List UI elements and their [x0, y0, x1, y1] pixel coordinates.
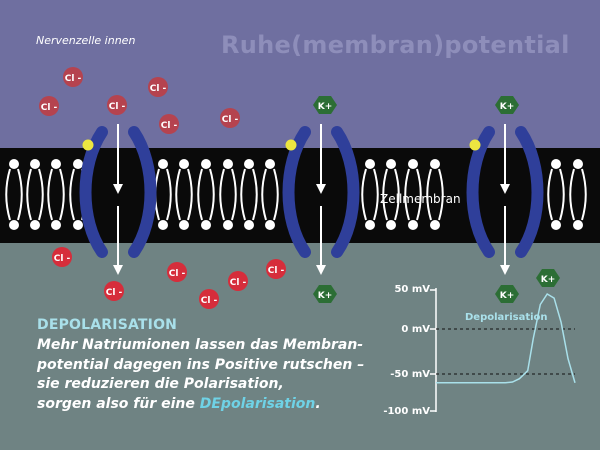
ion-channels	[79, 124, 544, 275]
y-tick-label: -100 mV	[383, 406, 430, 417]
channel-gate	[285, 139, 297, 151]
flow-arrow	[500, 124, 510, 194]
svg-text:Cl -: Cl -	[106, 288, 123, 298]
svg-text:Cl -: Cl -	[54, 254, 71, 264]
svg-text:K+: K+	[541, 275, 556, 285]
svg-text:Cl -: Cl -	[65, 74, 82, 84]
svg-text:K+: K+	[500, 102, 515, 112]
potassium-ion: K+	[495, 285, 519, 303]
svg-text:K+: K+	[318, 291, 333, 301]
svg-text:K+: K+	[318, 102, 333, 112]
chloride-ion: Cl -	[148, 77, 168, 97]
y-tick-label: 50 mV	[394, 284, 430, 295]
chloride-ion: Cl -	[266, 259, 286, 279]
chloride-ion: Cl -	[228, 271, 248, 291]
flow-arrow	[113, 124, 123, 194]
channel-gate	[469, 139, 481, 151]
chloride-ion: Cl -	[167, 262, 187, 282]
depolarisation-info: DEPOLARISATION Mehr Natriumionen lassen …	[37, 317, 367, 414]
chloride-ion: Cl -	[159, 114, 179, 134]
svg-text:Cl -: Cl -	[222, 115, 239, 125]
svg-text:Cl -: Cl -	[230, 278, 247, 288]
ion-channel	[466, 124, 544, 275]
info-line-prefix: sorgen also für eine	[37, 395, 200, 412]
svg-text:Cl -: Cl -	[161, 121, 178, 131]
y-tick-label: -50 mV	[390, 369, 430, 380]
info-text: Mehr Natriumionen lassen das Membran- po…	[37, 336, 367, 414]
potassium-ion: K+	[313, 285, 337, 303]
flow-arrow	[316, 206, 326, 275]
info-line: sorgen also für eine DEpolarisation.	[37, 395, 367, 415]
potential-chart	[430, 288, 576, 412]
chloride-ion: Cl -	[52, 247, 72, 267]
membrane-label: Zellmembran	[380, 192, 461, 206]
svg-text:Cl -: Cl -	[169, 269, 186, 279]
info-heading: DEPOLARISATION	[37, 317, 178, 333]
svg-text:Cl -: Cl -	[201, 296, 218, 306]
svg-text:K+: K+	[500, 291, 515, 301]
info-line-suffix: .	[315, 395, 321, 412]
cell-membrane	[0, 148, 600, 243]
ion-layer: Cl - Cl - Cl - Cl - Cl - Cl - Cl - Cl - Cl - Cl -…	[39, 67, 560, 309]
svg-text:Cl -: Cl -	[109, 102, 126, 112]
chloride-ion: Cl -	[107, 95, 127, 115]
potassium-ion: K+	[495, 96, 519, 114]
svg-text:Cl -: Cl -	[268, 266, 285, 276]
inside-label: Nervenzelle innen	[36, 34, 136, 47]
page-title: Ruhe(membran)potential	[221, 31, 570, 59]
flow-arrow	[316, 124, 326, 194]
chloride-ion: Cl -	[220, 108, 240, 128]
potassium-ion: K+	[313, 96, 337, 114]
series-label: Depolarisation	[465, 312, 548, 323]
info-line: sie reduzieren die Polarisation,	[37, 376, 284, 392]
svg-text:Cl -: Cl -	[150, 84, 167, 94]
info-highlight: DEpolarisation	[199, 395, 316, 412]
info-line: Mehr Natriumionen lassen das Membran-	[37, 337, 364, 353]
ion-channel	[282, 124, 360, 275]
y-tick-label: 0 mV	[401, 324, 430, 335]
depolarisation-curve	[436, 292, 576, 384]
channel-gate	[82, 139, 94, 151]
ion-channel	[79, 124, 157, 275]
potassium-ion: K+	[536, 269, 560, 287]
svg-text:Cl -: Cl -	[41, 103, 58, 113]
chloride-ion: Cl -	[63, 67, 83, 87]
flow-arrow	[500, 206, 510, 275]
chloride-ion: Cl -	[199, 289, 219, 309]
info-line: potential dagegen ins Positive rutschen …	[37, 356, 365, 373]
chloride-ion: Cl -	[39, 96, 59, 116]
flow-arrow	[113, 206, 123, 275]
chloride-ion: Cl -	[104, 281, 124, 301]
